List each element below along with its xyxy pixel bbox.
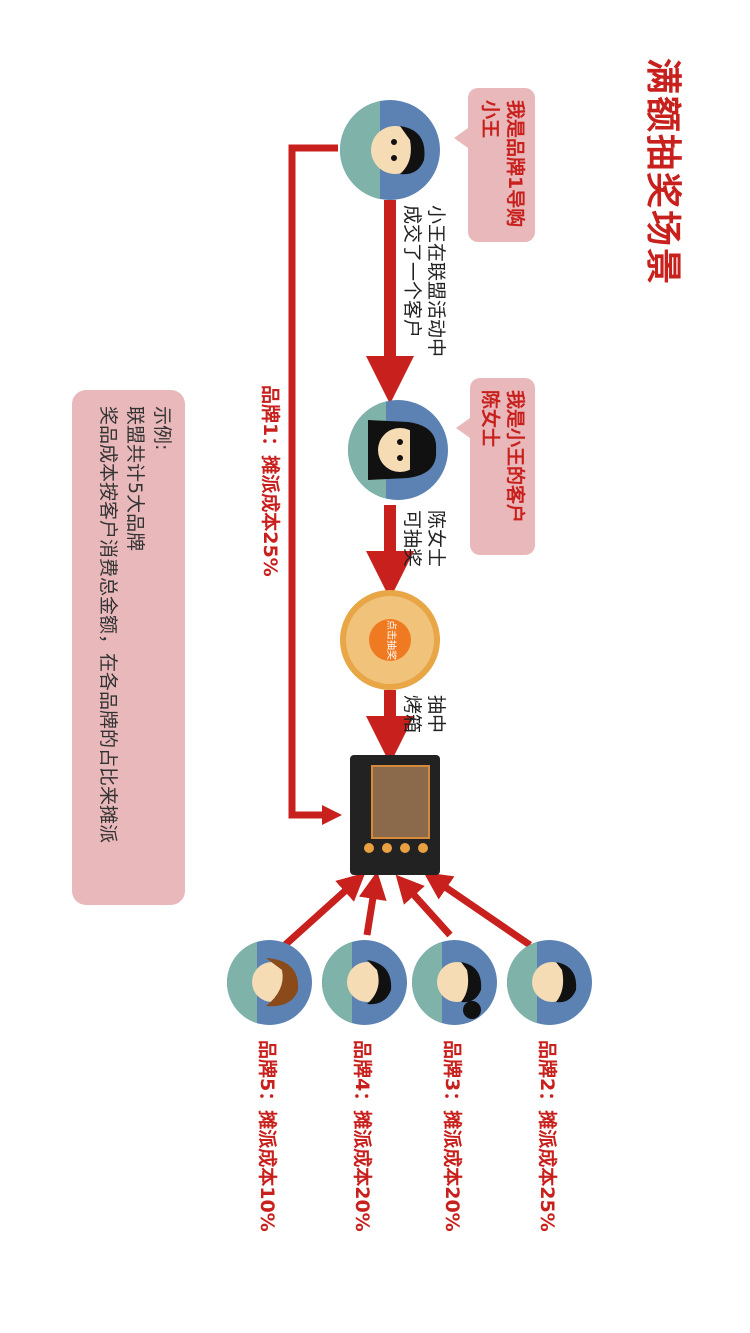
brand4-cost-label: 品牌4：摊派成本20% — [351, 1040, 373, 1232]
oven-icon — [350, 755, 440, 875]
avatar-brand5 — [227, 940, 312, 1025]
avatar-brand2 — [507, 940, 592, 1025]
arrow-brand3 — [395, 874, 453, 938]
bubble-text: 我是小王的客户 — [504, 390, 526, 524]
example-line: 示例: — [151, 406, 173, 451]
brand3-cost-label: 品牌3：摊派成本20% — [441, 1040, 463, 1232]
person-avatar-icon — [507, 940, 577, 1025]
note-line: 小王在联盟活动中 — [425, 205, 447, 358]
arrow-brand1 — [288, 144, 338, 819]
brand1-cost-label: 品牌1：摊派成本25% — [259, 385, 281, 577]
note-line: 陈女士 — [425, 510, 447, 568]
arrow-brand5 — [282, 872, 366, 948]
male-avatar-icon — [340, 100, 425, 200]
step-draw-note: 陈女士 可抽奖 — [400, 510, 448, 567]
avatar-brand4 — [322, 940, 407, 1025]
bubble-text: 陈女士 — [479, 390, 501, 448]
bubble-text: 小王 — [479, 100, 501, 139]
wheel-center-button[interactable]: 点击抽奖 — [369, 619, 411, 661]
person-avatar-icon — [322, 940, 392, 1025]
avatar-chen — [348, 400, 448, 500]
speech-bubble-xiaowang: 我是品牌1导购 小王 — [468, 88, 535, 242]
avatar-brand3 — [412, 940, 497, 1025]
brand5-cost-label: 品牌5：摊派成本10% — [256, 1040, 278, 1232]
lucky-wheel[interactable]: 点击抽奖 — [340, 590, 440, 690]
speech-bubble-chen: 我是小王的客户 陈女士 — [470, 378, 535, 555]
note-line: 可抽奖 — [401, 510, 423, 568]
step-sale-note: 小王在联盟活动中 成交了一个客户 — [400, 205, 448, 357]
bubble-text: 我是品牌1导购 — [504, 100, 526, 228]
arrow-brand2 — [423, 872, 532, 948]
example-box: 示例: 联盟共计5大品牌 奖品成本按客户消费总金额，在各品牌的占比来摊派 — [72, 390, 185, 905]
note-line: 成交了一个客户 — [401, 205, 423, 339]
female-avatar-icon — [348, 400, 437, 500]
step-prize-note: 抽中 烤箱 — [400, 695, 448, 733]
person-avatar-icon — [227, 940, 299, 1025]
example-line: 奖品成本按客户消费总金额，在各品牌的占比来摊派 — [97, 406, 119, 844]
page-title: 满额抽奖场景 — [642, 58, 683, 287]
person-avatar-icon — [412, 940, 482, 1025]
brand2-cost-label: 品牌2：摊派成本25% — [536, 1040, 558, 1232]
example-line: 联盟共计5大品牌 — [124, 406, 146, 552]
note-line: 烤箱 — [401, 695, 423, 734]
avatar-xiaowang — [340, 100, 440, 200]
arrow-brand4 — [358, 871, 387, 936]
note-line: 抽中 — [425, 695, 447, 734]
